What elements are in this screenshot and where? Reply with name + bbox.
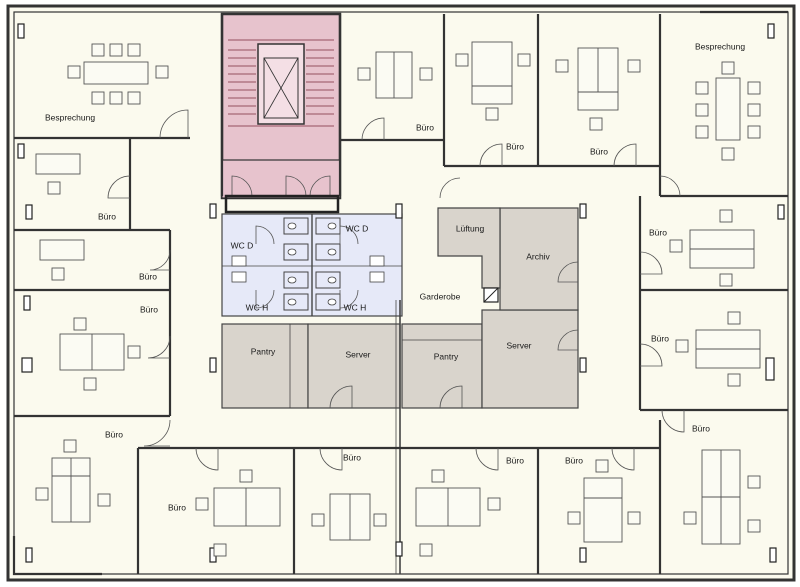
server-2-room <box>481 309 579 409</box>
wc-cubicles <box>283 217 341 311</box>
room-label-server-1: Server <box>345 349 370 359</box>
lueftung-shaft-mark <box>483 287 499 303</box>
room-label-wc-d-1: WC D <box>231 240 254 250</box>
lueftung-room <box>437 207 501 289</box>
room-label-archiv: Archiv <box>526 251 550 261</box>
room-label-wc-h-1: WC H <box>246 302 269 312</box>
room-label-buero-left-3: Büro <box>140 304 158 314</box>
room-label-buero-sw: Büro <box>105 429 123 439</box>
stair-door-mid <box>285 175 307 197</box>
stair-door-right <box>309 175 331 197</box>
wc-sinks <box>231 255 385 283</box>
room-label-buero-top-2: Büro <box>506 141 524 151</box>
room-label-garderobe: Garderobe <box>420 291 461 301</box>
room-label-buero-top-1: Büro <box>416 122 434 132</box>
room-label-pantry-2: Pantry <box>434 351 459 361</box>
room-label-pantry-1: Pantry <box>251 346 276 356</box>
stair-door-left <box>231 175 253 197</box>
corner-sw <box>6 530 108 582</box>
elevator-cross-2 <box>263 57 299 119</box>
wc-door-3 <box>255 289 275 309</box>
room-label-buero-bottom-4: Büro <box>565 455 583 465</box>
partitions <box>14 14 788 574</box>
wc-door-2 <box>339 225 359 245</box>
server-2-door <box>557 329 579 351</box>
room-label-buero-bottom-2: Büro <box>343 452 361 462</box>
facade-inner-line <box>13 11 789 575</box>
stair-steps-left <box>228 49 256 115</box>
wc-door-4 <box>339 289 359 309</box>
elevator-car <box>263 57 299 119</box>
room-label-buero-bottom-1: Büro <box>168 502 186 512</box>
archiv-door <box>557 261 579 283</box>
stair-steps-right <box>306 49 334 115</box>
room-label-wc-h-2: WC H <box>344 302 367 312</box>
archiv-room <box>499 207 579 311</box>
wc-toilets <box>287 222 337 306</box>
room-label-besprechung-ne: Besprechung <box>695 41 745 51</box>
office-doors <box>107 109 685 471</box>
room-label-buero-left-2: Büro <box>139 271 157 281</box>
stair-landing <box>228 39 334 127</box>
room-label-besprechung-nw: Besprechung <box>45 112 95 122</box>
columns <box>17 23 785 563</box>
room-label-buero-right-1: Büro <box>649 227 667 237</box>
server-1-room <box>307 323 401 409</box>
room-label-server-2: Server <box>506 340 531 350</box>
room-label-buero-right-2: Büro <box>651 333 669 343</box>
pantry-2-room <box>401 323 483 409</box>
corner-ne <box>694 4 796 60</box>
furniture <box>35 41 761 557</box>
stair-lobby <box>221 159 341 199</box>
room-label-buero-left-1: Büro <box>98 211 116 221</box>
wc-door-1 <box>255 225 275 245</box>
pantry-2-door <box>439 385 463 409</box>
stair-threshold <box>224 194 340 214</box>
room-label-buero-se: Büro <box>692 423 710 433</box>
pantry-1-room <box>221 323 309 409</box>
room-label-buero-top-3: Büro <box>590 146 608 156</box>
room-label-wc-d-2: WC D <box>346 223 369 233</box>
server-1-door <box>329 385 353 409</box>
elevator-shaft <box>257 43 305 125</box>
room-label-lueftung: Lüftung <box>456 223 485 233</box>
room-label-buero-bottom-3: Büro <box>506 455 524 465</box>
